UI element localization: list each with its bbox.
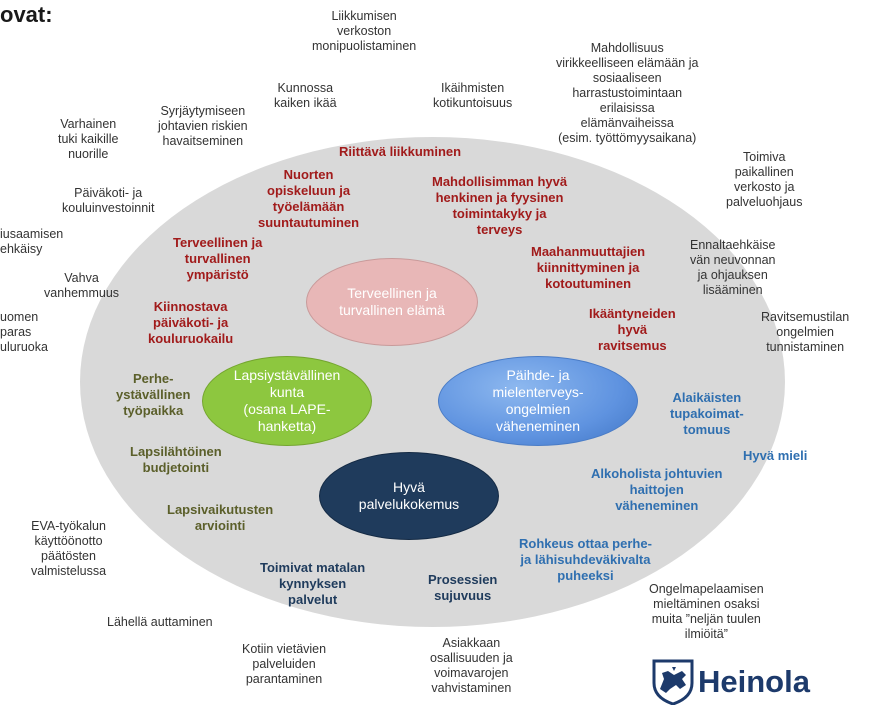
- oval-label: Lapsiystävällinen kunta (osana LAPE- han…: [233, 367, 341, 434]
- outer-ellipse: [80, 137, 785, 627]
- label-lahella-auttaminen: Lähellä auttaminen: [107, 615, 213, 629]
- page-title: ovat:: [0, 2, 53, 27]
- label-vahva-vanhemmuus: Vahva vanhemmuus: [44, 271, 120, 300]
- oval-label: Terveellinen ja turvallinen elämä: [339, 285, 445, 318]
- label-toimiva-verkosto: Toimiva paikallinen verkosto ja palveluo…: [726, 150, 803, 209]
- oval-lapsiystavallinen-kunta: Lapsiystävällinen kunta (osana LAPE- han…: [202, 356, 372, 446]
- oval-paihde-mielenterveys: Päihde- ja mielenterveys- ongelmien vähe…: [438, 356, 638, 446]
- label-ikaantyneiden-ravitsemus: Ikääntyneiden hyvä ravitsemus: [589, 306, 676, 353]
- heinola-coat-of-arms-icon: [652, 659, 694, 705]
- label-lapsivaikutusten: Lapsivaikutusten arviointi: [167, 502, 274, 533]
- label-kiinnostava-ruokailu: Kiinnostava päiväkoti- ja kouluruokailu: [148, 299, 234, 346]
- label-lapsilahtoinen: Lapsilähtöinen budjetointi: [130, 444, 222, 475]
- heinola-logo-text: Heinola: [698, 664, 810, 699]
- label-alaikaisten: Alaikäisten tupakoimat- tomuus: [670, 390, 744, 437]
- label-terveellinen-ymparisto: Terveellinen ja turvallinen ympäristö: [173, 235, 263, 282]
- label-perheystavallinen: Perhe- ystävällinen työpaikka: [116, 371, 191, 418]
- label-syrjaytyminen: Syrjäytymiseen johtavien riskien havaits…: [158, 104, 248, 148]
- label-ikaihmisten: Ikäihmisten kotikuntoisuus: [433, 81, 513, 110]
- label-varhainen-tuki: Varhainen tuki kaikille nuorille: [58, 117, 119, 161]
- label-rohkeus: Rohkeus ottaa perhe- ja lähisuhdeväkival…: [519, 536, 652, 583]
- label-prosessien-sujuvuus: Prosessien sujuvuus: [428, 572, 498, 603]
- label-riittava-liikkuminen: Riittävä liikkuminen: [339, 144, 462, 159]
- label-paivakoti-investoinnit: Päiväkoti- ja kouluinvestoinnit: [62, 186, 155, 215]
- oval-hyva-palvelukokemus: Hyvä palvelukokemus: [319, 452, 499, 540]
- label-ennaltaehkaiseva: Ennaltaehkäise vän neuvonnan ja ohjaukse…: [690, 238, 776, 297]
- label-hyva-mieli: Hyvä mieli: [743, 448, 808, 463]
- label-ravitsemustilan: Ravitsemustilan ongelmien tunnistaminen: [761, 310, 850, 354]
- label-mahdollisuus: Mahdollisuus virikkeelliseen elämään ja …: [556, 41, 699, 145]
- label-eva-tyokalu: EVA-työkalun käyttöönotto päätösten valm…: [31, 519, 107, 578]
- label-toimivat-palvelut: Toimivat matalan kynnyksen palvelut: [260, 560, 366, 607]
- label-nuorten-opiskelu: Nuorten opiskeluun ja työelämään suuntau…: [258, 167, 360, 230]
- label-iusaamisen: iusaamisen ehkäisy: [0, 227, 64, 256]
- label-maahanmuuttajien: Maahanmuuttajien kiinnittyminen ja kotou…: [531, 244, 646, 291]
- label-asiakkaan-osallisuus: Asiakkaan osallisuuden ja voimavarojen v…: [430, 636, 513, 695]
- label-liikkumisen-verkosto: Liikkumisen verkoston monipuolistaminen: [312, 9, 417, 53]
- oval-label: Hyvä palvelukokemus: [358, 479, 460, 512]
- label-kotiin-vietavat: Kotiin vietävien palveluiden parantamine…: [242, 642, 327, 686]
- label-alkoholista: Alkoholista johtuvien haittojen vähenemi…: [591, 466, 723, 513]
- label-kunnossa: Kunnossa kaiken ikää: [274, 81, 337, 110]
- oval-label: Päihde- ja mielenterveys- ongelmien vähe…: [492, 367, 584, 434]
- label-mahdollisimman-hyva: Mahdollisimman hyvä henkinen ja fyysinen…: [432, 174, 568, 237]
- oval-terveellinen-elama: Terveellinen ja turvallinen elämä: [306, 258, 478, 346]
- label-suomen-paras: uomen paras uluruoka: [0, 310, 48, 354]
- label-ongelmapelaaminen: Ongelmapelaamisen mieltäminen osaksi mui…: [649, 582, 764, 641]
